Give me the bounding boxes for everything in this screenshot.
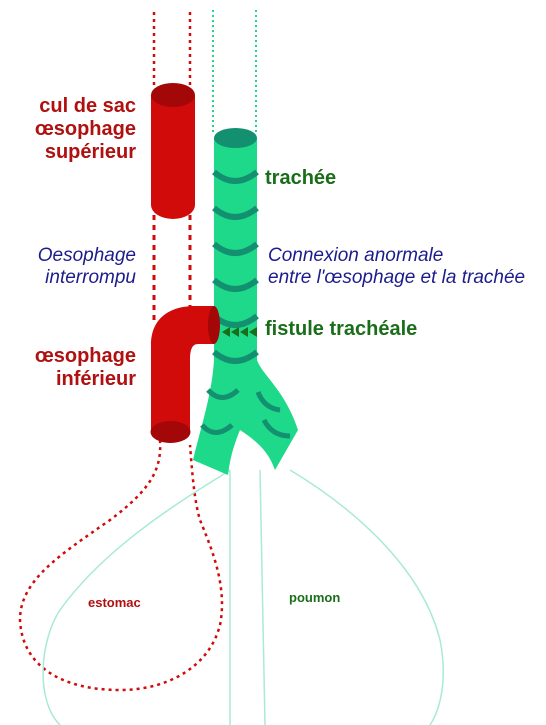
abnormal-connection-label: Connexion anormale entre l'œsophage et l… <box>268 245 525 289</box>
trachea-label: trachée <box>265 167 336 190</box>
abnormal-connection-line2: entre l'œsophage et la trachée <box>268 267 525 289</box>
upper-esophagus-label-line3: supérieur <box>35 141 136 164</box>
upper-esophagus-label: cul de sac œsophage supérieur <box>35 95 136 164</box>
fistula-label: fistule trachéale <box>265 318 417 341</box>
interrupted-label-line2: interrompu <box>38 267 136 289</box>
lower-esophagus-label-line1: œsophage <box>35 345 136 368</box>
upper-esophagus-label-line1: cul de sac <box>35 95 136 118</box>
lung-label: poumon <box>289 591 340 606</box>
lower-esophagus-label-line2: inférieur <box>35 368 136 391</box>
upper-esophagus-label-line2: œsophage <box>35 118 136 141</box>
lower-esophagus-label: œsophage inférieur <box>35 345 136 391</box>
interrupted-label-line1: Oesophage <box>38 245 136 267</box>
abnormal-connection-line1: Connexion anormale <box>268 245 525 267</box>
stomach-label: estomac <box>88 596 141 611</box>
upper-esophagus-pouch <box>151 83 195 219</box>
stomach-outline <box>20 440 222 690</box>
interrupted-esophagus-label: Oesophage interrompu <box>38 245 136 289</box>
